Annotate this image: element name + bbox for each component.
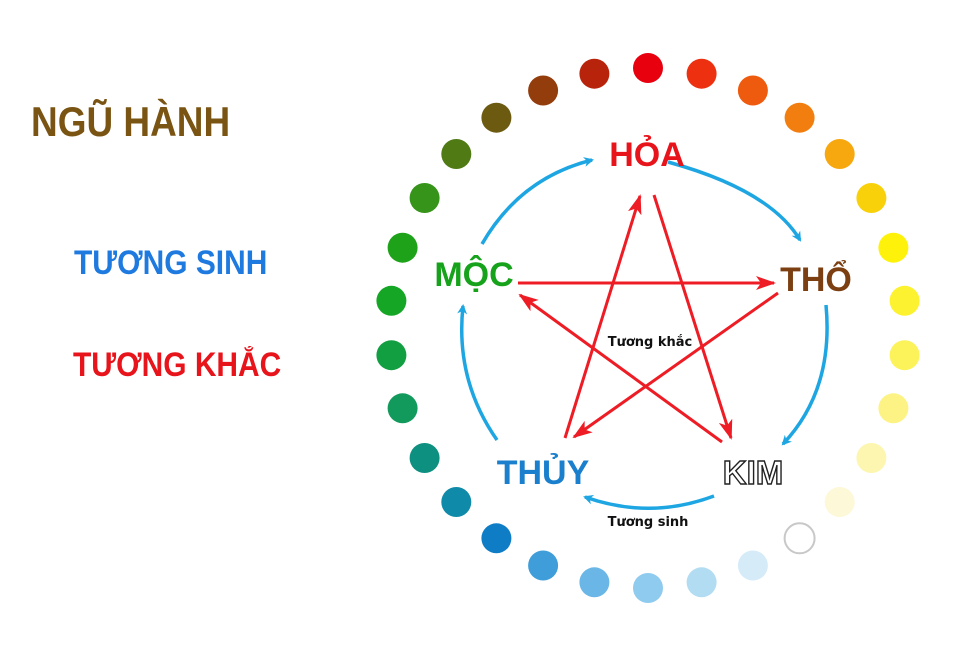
ring-dot [856, 443, 887, 473]
element-earth-label: THỔ [780, 261, 852, 299]
ring-dot [784, 102, 815, 133]
ring-dot [737, 550, 768, 581]
ring-dot [376, 340, 407, 371]
ring-dot [889, 340, 920, 371]
arrow-wood-to-fire [480, 157, 594, 245]
ring-dot [579, 58, 610, 89]
generating-cycle-arrows [457, 157, 829, 510]
element-wood-label: MỘC [434, 255, 513, 294]
ring-dot [686, 58, 717, 89]
arrow-earth-to-metal [781, 304, 829, 446]
color-ring [376, 53, 920, 603]
ring-dot [441, 487, 472, 517]
legend-overcoming: TƯƠNG KHẮC [73, 346, 282, 384]
ring-dot [633, 573, 663, 603]
element-fire-label: HỎA [609, 136, 685, 174]
ring-dot [409, 183, 440, 213]
center-overcoming-label: Tương khắc [608, 335, 693, 350]
ring-dot [387, 232, 418, 263]
ring-dot [633, 53, 663, 83]
ring-dot [528, 550, 559, 581]
ring-dot [824, 139, 855, 169]
arrow-fire-to-earth [667, 160, 802, 242]
ring-dot [579, 567, 610, 598]
element-water-label: THỦY [497, 454, 590, 492]
ring-dot [387, 393, 418, 424]
arrow-metal-to-water [583, 494, 715, 510]
ring-dot [409, 443, 440, 473]
ring-dot [481, 102, 512, 133]
ring-dot [441, 139, 472, 169]
bottom-generating-label: Tương sinh [608, 515, 689, 530]
arrow-metal-to-wood [518, 293, 723, 444]
overcoming-star-arrows [518, 194, 779, 444]
ring-dot [376, 285, 407, 316]
legend-generating: TƯƠNG SINH [74, 244, 268, 282]
arrow-fire-to-metal [652, 194, 733, 440]
ring-dot [889, 285, 920, 316]
ring-dot [528, 75, 559, 106]
ring-dot [481, 523, 512, 554]
ring-dot [856, 183, 887, 213]
arrow-water-to-wood [457, 304, 499, 442]
element-metal-label: KIM [723, 454, 784, 491]
ring-dot [878, 393, 909, 424]
ring-dot [878, 232, 909, 263]
page-title: NGŨ HÀNH [31, 98, 231, 145]
ring-dot [737, 75, 768, 106]
ring-dot [824, 487, 855, 517]
ring-dot [686, 567, 717, 598]
arrow-earth-to-water [572, 291, 779, 439]
arrow-water-to-fire [563, 194, 642, 439]
ring-dot [783, 522, 816, 555]
